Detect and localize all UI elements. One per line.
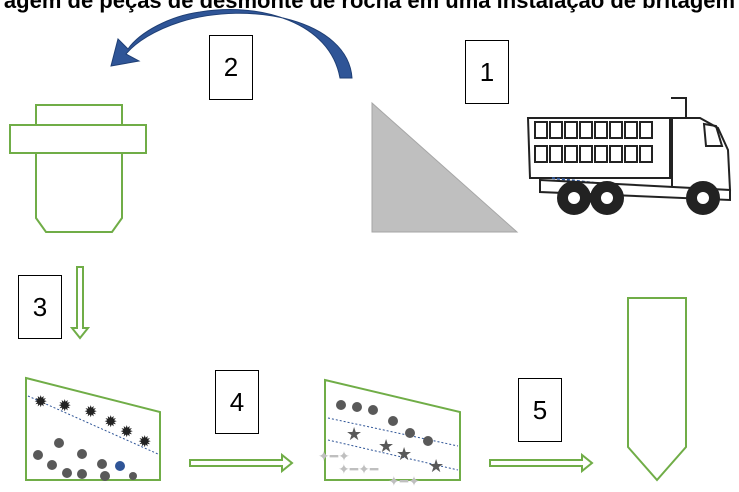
- silo-icon: [627, 297, 687, 482]
- step-3-box: 3: [18, 275, 62, 339]
- dump-truck-icon: [526, 97, 732, 215]
- svg-text:★: ★: [378, 436, 394, 457]
- screen-icon: ✹✹✹ ✹✹✹: [25, 376, 161, 481]
- right-arrow-icon: [489, 452, 594, 474]
- svg-text:✹: ✹: [104, 412, 117, 431]
- hopper-icon: [9, 104, 147, 233]
- svg-text:✦━✦: ✦━✦: [318, 449, 350, 465]
- svg-text:✹: ✹: [120, 422, 133, 441]
- svg-text:★: ★: [428, 456, 444, 477]
- svg-text:✦━✦━: ✦━✦━: [338, 462, 379, 478]
- ramp-icon: [371, 101, 519, 233]
- step-5-box: 5: [518, 378, 562, 442]
- svg-text:✹: ✹: [138, 432, 151, 451]
- down-arrow-icon: [69, 266, 91, 340]
- svg-text:★: ★: [396, 444, 412, 465]
- diagram-title: agem de peças de desmonte de rocha em um…: [3, 0, 736, 13]
- step-4-box: 4: [215, 370, 259, 434]
- screen-icon: ★★★★ ✦━✦✦━✦━✦━✦: [318, 378, 461, 490]
- right-arrow-icon: [189, 452, 294, 474]
- svg-text:★: ★: [346, 424, 362, 445]
- svg-text:✹: ✹: [58, 396, 71, 415]
- step-1-box: 1: [465, 40, 509, 104]
- curved-arrow-icon: [110, 9, 353, 79]
- step-2-box: 2: [209, 35, 253, 100]
- svg-text:✹: ✹: [34, 392, 47, 411]
- svg-text:✦━✦: ✦━✦: [388, 474, 420, 490]
- svg-text:✹: ✹: [84, 402, 97, 421]
